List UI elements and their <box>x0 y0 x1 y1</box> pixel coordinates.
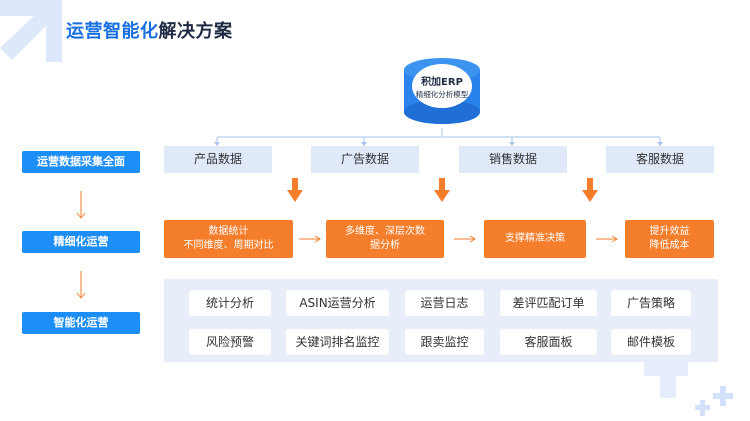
feature-item: 统计分析 <box>189 290 271 316</box>
data-source-service: 客服数据 <box>606 146 714 173</box>
data-source-ads: 广告数据 <box>311 146 419 173</box>
feature-item: 邮件模板 <box>611 329 691 355</box>
process-step-line: 降低成本 <box>649 240 690 251</box>
feature-item: 客服面板 <box>500 329 597 355</box>
process-step-line: 支撑精准决策 <box>505 233 565 244</box>
process-step-line: 多维度、深层次数 <box>345 226 425 237</box>
data-source-product: 产品数据 <box>164 146 272 173</box>
page-title: 运营智能化解决方案 <box>66 17 233 43</box>
feature-item: 跟卖监控 <box>405 329 484 355</box>
feature-item: 运营日志 <box>405 290 484 316</box>
process-arrow-icon <box>596 235 618 243</box>
plus-decoration-icon <box>644 358 733 416</box>
process-arrow-icon <box>299 235 321 243</box>
data-source-sales: 销售数据 <box>459 146 567 173</box>
stage-arrow-icon <box>76 271 86 299</box>
process-step-line: 提升效益 <box>649 226 690 237</box>
feature-item: 风险预警 <box>189 329 271 355</box>
process-step-statistics: 数据统计 不同维度、周期对比 <box>164 220 293 258</box>
core-database: 积加ERP 精细化分析模型 <box>401 76 483 100</box>
process-step-line: 不同维度、周期对比 <box>183 240 274 251</box>
feature-item: 差评匹配订单 <box>500 290 597 316</box>
orange-down-arrow-icon <box>582 178 598 202</box>
stage-label-refined: 精细化运营 <box>22 231 140 253</box>
page-title-rest: 解决方案 <box>158 21 233 42</box>
process-arrow-icon <box>454 235 476 243</box>
process-step-line: 数据统计 <box>208 226 249 237</box>
feature-item: 关键词排名监控 <box>286 329 389 355</box>
process-step-benefit: 提升效益 降低成本 <box>625 220 714 258</box>
stage-label-collection: 运营数据采集全面 <box>22 151 140 173</box>
feature-item: 广告策略 <box>611 290 691 316</box>
core-subtitle: 精细化分析模型 <box>415 90 469 99</box>
process-step-decision: 支撑精准决策 <box>484 220 586 258</box>
stage-arrow-icon <box>76 191 86 219</box>
database-cylinder-icon <box>404 58 480 124</box>
orange-down-arrow-icon <box>287 178 303 202</box>
orange-down-arrow-icon <box>434 178 450 202</box>
core-title: 积加ERP <box>421 77 463 88</box>
process-step-line: 据分析 <box>370 240 400 251</box>
corner-arrow-decoration <box>0 0 62 62</box>
page-title-highlight: 运营智能化 <box>66 21 159 42</box>
stage-label-intelligent: 智能化运营 <box>22 312 140 334</box>
process-step-analysis: 多维度、深层次数 据分析 <box>326 220 444 258</box>
feature-item: ASIN运营分析 <box>286 290 389 316</box>
